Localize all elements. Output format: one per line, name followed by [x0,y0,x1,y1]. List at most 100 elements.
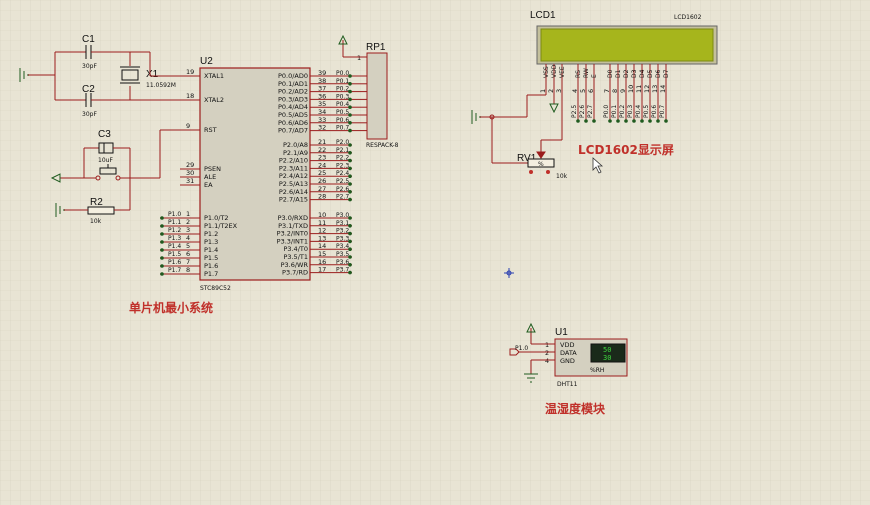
net-label: P2.2 [336,155,349,162]
net-label: P3.1 [336,220,349,227]
net-label: P3.5 [336,251,349,258]
pin-name: P2.7/A15 [279,196,308,204]
power-arrow [50,173,61,183]
junction-dot [160,240,164,244]
net-label: P2.4 [336,170,349,177]
pin-number: 16 [318,258,326,266]
junction-dot [348,121,352,125]
x1-ref: X1 [146,69,159,80]
net-label: P2.5 [336,178,349,185]
lcd-pin-number: 2 [547,89,555,93]
resistor-r2 [87,206,115,215]
junction-dot [640,119,644,123]
net-label-p1: P1.3 [168,235,181,242]
net-label: P3.7 [336,267,349,274]
pin-number: 27 [318,185,326,193]
junction-dot [592,119,596,123]
mcu-part: STC89C52 [200,285,231,292]
potentiometer-rv1[interactable] [527,158,555,168]
dht-pin-num-2: 2 [545,349,549,357]
lcd-pin-name: D6 [655,69,662,78]
net-label: P3.4 [336,243,349,250]
pin-number: 26 [318,177,326,185]
pin-name: P2.5/A13 [279,180,308,188]
net-label-p1: P1.6 [168,259,181,266]
pin-name: P1.2 [204,230,218,238]
pin-name: P1.1/T2EX [204,222,238,230]
junction-dot [348,239,352,244]
pin-number: 7 [186,258,190,266]
pin-number: 37 [318,85,326,93]
lcd-pin-number: 1 [539,89,547,93]
net-label: P3.3 [336,235,349,242]
dht11-module[interactable]: U1 DHT11 VDD DATA GND 1 2 4 50 30 %RH P1… [509,322,628,388]
net-label-p1: P1.7 [168,267,181,274]
junction-dot [348,143,352,147]
net-label: P3.0 [336,212,349,219]
lcd-net-label: P2.5 [571,105,578,118]
pin-name: P0.0/AD0 [278,72,308,80]
junction-dot [632,119,636,123]
junction-dot [348,231,352,236]
lcd-net-label: P2.6 [579,105,586,118]
net-label-p1: P1.5 [168,251,181,258]
rv1-ref: RV1 [517,153,537,164]
pin-number: 13 [318,234,326,242]
lcd-pin-name: D3 [631,69,638,78]
junction-dot [160,248,164,252]
pin-name: P0.6/AD6 [278,119,308,127]
net-label: P2.7 [336,194,349,201]
pin-name: P2.1/A9 [283,149,308,157]
lcd-net-label: P0.0 [603,105,610,118]
pin-name: P1.6 [204,262,218,270]
pin-number: 15 [318,250,326,258]
pin-number: 9 [186,122,190,130]
lcd-pin-number: 14 [659,85,667,93]
pin-name: P0.2/AD2 [278,88,308,96]
pin-name: P0.7/AD7 [278,127,308,135]
lcd-pin-number: 11 [635,85,643,93]
lcd-pin-number: 8 [611,89,619,93]
pin-name: EA [204,181,213,189]
junction-dot [160,272,164,276]
net-label: P0.3 [336,93,349,100]
c2-ref: C2 [82,84,95,95]
pin-number: 4 [186,234,190,242]
respack-rp1[interactable]: RP1 RESPACK-8 1 [338,34,399,149]
lcd-pin-name: E [591,74,598,78]
mcu-p1-bus: P1.0P1.1P1.2P1.3P1.4P1.5P1.6P1.7 [160,211,181,276]
pin-name: P3.6/WR [281,261,309,269]
reset-circuit: C3 10uF R2 10k [50,129,200,225]
junction-dot [616,119,620,123]
dht-pin-gnd: GND [560,357,575,365]
junction-dot [348,113,352,117]
pin-name: P1.0/T2 [204,214,229,222]
pin-number: 34 [318,108,326,116]
lcd-pin-number: 6 [587,89,595,93]
lcd-pin-number: 7 [603,89,611,93]
pin-name: XTAL1 [204,72,224,80]
pin-number: 10 [318,211,326,219]
lcd-module[interactable]: LCD1 LCD1602 VSS1VDD2VEE3RS4P2.5RW5P2.6E… [530,10,718,123]
lcd-net-label: P0.2 [619,105,626,118]
dht-data-net: P1.0 [515,345,528,352]
r2-value: 10k [90,218,102,225]
net-label-p1: P1.2 [168,227,181,234]
contrast-circuit: RV1 % 10k [471,82,568,180]
ground-symbol [524,373,538,383]
pin-name: P1.5 [204,254,218,262]
pin-number: 8 [186,266,190,274]
pin-name: P1.7 [204,270,218,278]
net-label-p1: P1.4 [168,243,181,250]
junction-dot [160,232,164,236]
dht-display [590,343,626,363]
lcd-net-label: P0.6 [651,105,658,118]
junction-dot [348,97,352,102]
pin-name: P3.4/T0 [283,245,308,253]
junction-dot [664,119,668,123]
pin-name: P2.4/A12 [279,172,308,180]
dht-pin-data: DATA [560,349,577,357]
